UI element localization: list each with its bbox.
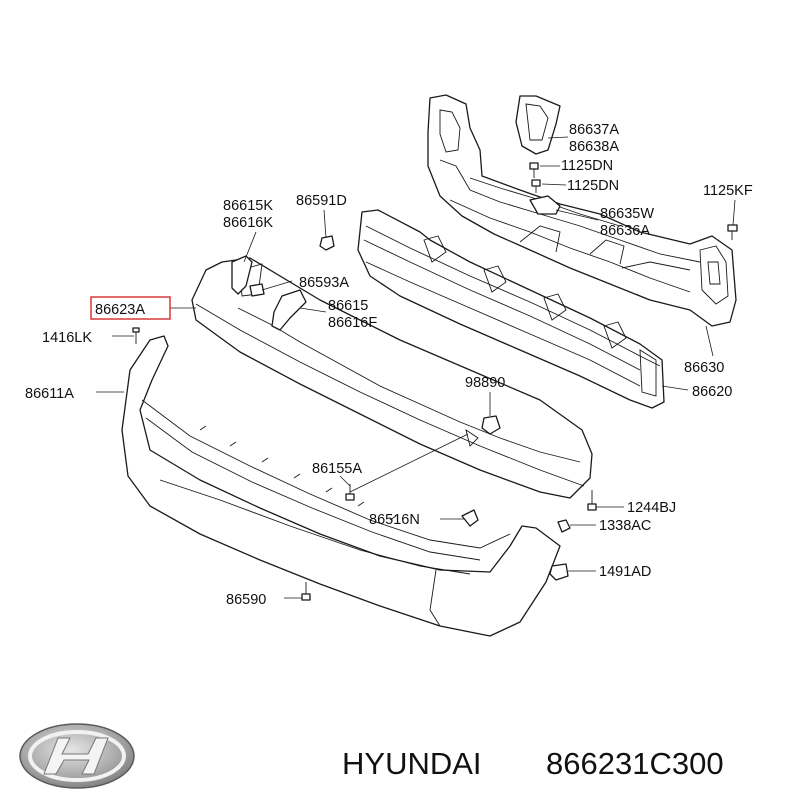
bumper-cover-upper [191, 257, 593, 499]
bumper-cover-lower [121, 335, 561, 637]
label-1338ac: 1338AC [599, 518, 651, 534]
label-86636a: 86636A [600, 223, 650, 239]
label-86637a: 86637A [569, 122, 619, 138]
bolt-1244bj [587, 490, 597, 511]
label-86155a: 86155A [312, 461, 362, 477]
bumper-bracket-upper [515, 95, 561, 155]
highlight-box [90, 296, 171, 320]
label-86623a: 86623A [95, 302, 145, 318]
label-86616k: 86616K [223, 215, 273, 231]
bolt-1125dn-b [531, 179, 541, 193]
label-86616f: 86616F [328, 315, 377, 331]
brand-name: HYUNDAI [342, 746, 482, 781]
clip-86591d [319, 235, 335, 251]
screw-86590 [301, 582, 311, 601]
label-86638a: 86638A [569, 139, 619, 155]
label-86590: 86590 [226, 592, 266, 608]
bolt-1125dn-a [529, 162, 539, 178]
leader-lines [96, 136, 736, 599]
hyundai-logo-icon [19, 723, 135, 789]
label-86635w: 86635W [600, 206, 654, 222]
label-1491ad: 1491AD [599, 564, 651, 580]
clip-98890 [481, 415, 501, 435]
label-1125kf: 1125KF [703, 183, 753, 199]
label-86593a: 86593A [299, 275, 349, 291]
bolt-1125kf [727, 224, 738, 240]
energy-absorber [357, 209, 665, 409]
label-86591d: 86591D [296, 193, 347, 209]
label-86615: 86615 [328, 298, 368, 314]
nut-1338ac [557, 519, 571, 533]
label-86630: 86630 [684, 360, 724, 376]
bracket-86516n [461, 509, 479, 527]
label-1244bj: 1244BJ [627, 500, 676, 516]
bracket-86615 [271, 289, 307, 331]
label-86611a: 86611A [25, 386, 74, 402]
screw-1416lk [132, 327, 140, 344]
label-98890: 98890 [465, 375, 505, 391]
label-86620: 86620 [692, 384, 732, 400]
part-number: 866231C300 [546, 746, 724, 781]
clip-86635w [529, 195, 561, 215]
screw-86155a [345, 484, 355, 501]
label-86516n: 86516N [369, 512, 420, 528]
part-labels: 86637A 86638A 1125DN 1125DN 1125KF 86635… [25, 122, 753, 608]
clip-86593a [249, 283, 265, 297]
label-86615k: 86615K [223, 198, 273, 214]
clip-1491ad [549, 563, 569, 581]
label-1125dn-a: 1125DN [561, 158, 613, 174]
label-1416lk: 1416LK [42, 330, 92, 346]
label-1125dn-b: 1125DN [567, 178, 619, 194]
